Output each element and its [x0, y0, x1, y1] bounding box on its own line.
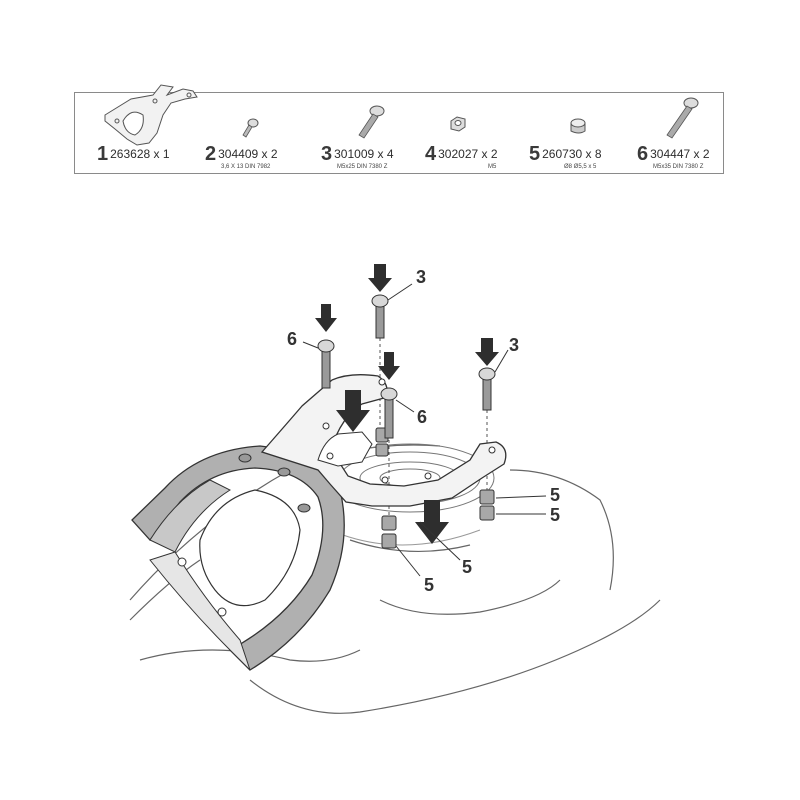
part-code: 304447 x 2: [650, 147, 710, 161]
long-bolt-icon: [666, 97, 699, 139]
part-number: 6: [637, 143, 649, 165]
callout-5: 5: [550, 505, 561, 525]
part-code: 302027 x 2: [438, 147, 498, 161]
part-spec: M5x25 DIN 7380 Z: [337, 164, 388, 170]
arrow-down-icon: [475, 338, 499, 366]
bolts: [317, 294, 496, 439]
part-number: 4: [425, 143, 437, 165]
callout-3: 3: [416, 267, 427, 287]
main-bracket: [260, 374, 507, 507]
tank-ring: [131, 445, 345, 671]
bolt-6-left: [317, 339, 335, 389]
bolt-3-right: [478, 367, 496, 411]
part-number: 5: [529, 143, 541, 165]
part-number: 3: [321, 143, 333, 165]
part-code: 263628 x 1: [110, 147, 170, 161]
part-code: 301009 x 4: [334, 147, 394, 161]
part-number: 2: [205, 143, 217, 165]
part-spec: 3,6 X 13 DIN 7982: [221, 164, 271, 170]
bolt-6-right: [380, 387, 398, 439]
callout-6: 6: [287, 329, 298, 349]
callout-5: 5: [462, 557, 473, 577]
leader-lines: [302, 283, 547, 577]
spacer-icon: [570, 118, 586, 134]
arrow-down-icon: [315, 304, 337, 332]
bolt-3-top: [371, 294, 389, 339]
part-spec: M5: [488, 164, 497, 170]
callout-6: 6: [417, 407, 428, 427]
arrows: [315, 264, 499, 544]
part-code: 260730 x 8: [542, 147, 602, 161]
small-screw-icon: [242, 118, 259, 138]
callout-5: 5: [424, 575, 435, 595]
nut-icon: [450, 116, 466, 132]
part-spec: Ø8 Ø5,5 x 5: [564, 164, 597, 170]
arrow-down-icon: [368, 264, 392, 292]
part-number: 1: [97, 143, 109, 165]
bracket-icon: [104, 84, 198, 146]
arrow-down-icon: [415, 500, 449, 544]
callout-5: 5: [550, 485, 561, 505]
callout-3: 3: [509, 335, 520, 355]
bolt-icon: [358, 105, 385, 139]
arrow-down-icon: [336, 390, 370, 432]
part-spec: M5x35 DIN 7380 Z: [653, 164, 704, 170]
arrow-down-icon: [378, 352, 400, 380]
part-code: 304409 x 2: [218, 147, 278, 161]
